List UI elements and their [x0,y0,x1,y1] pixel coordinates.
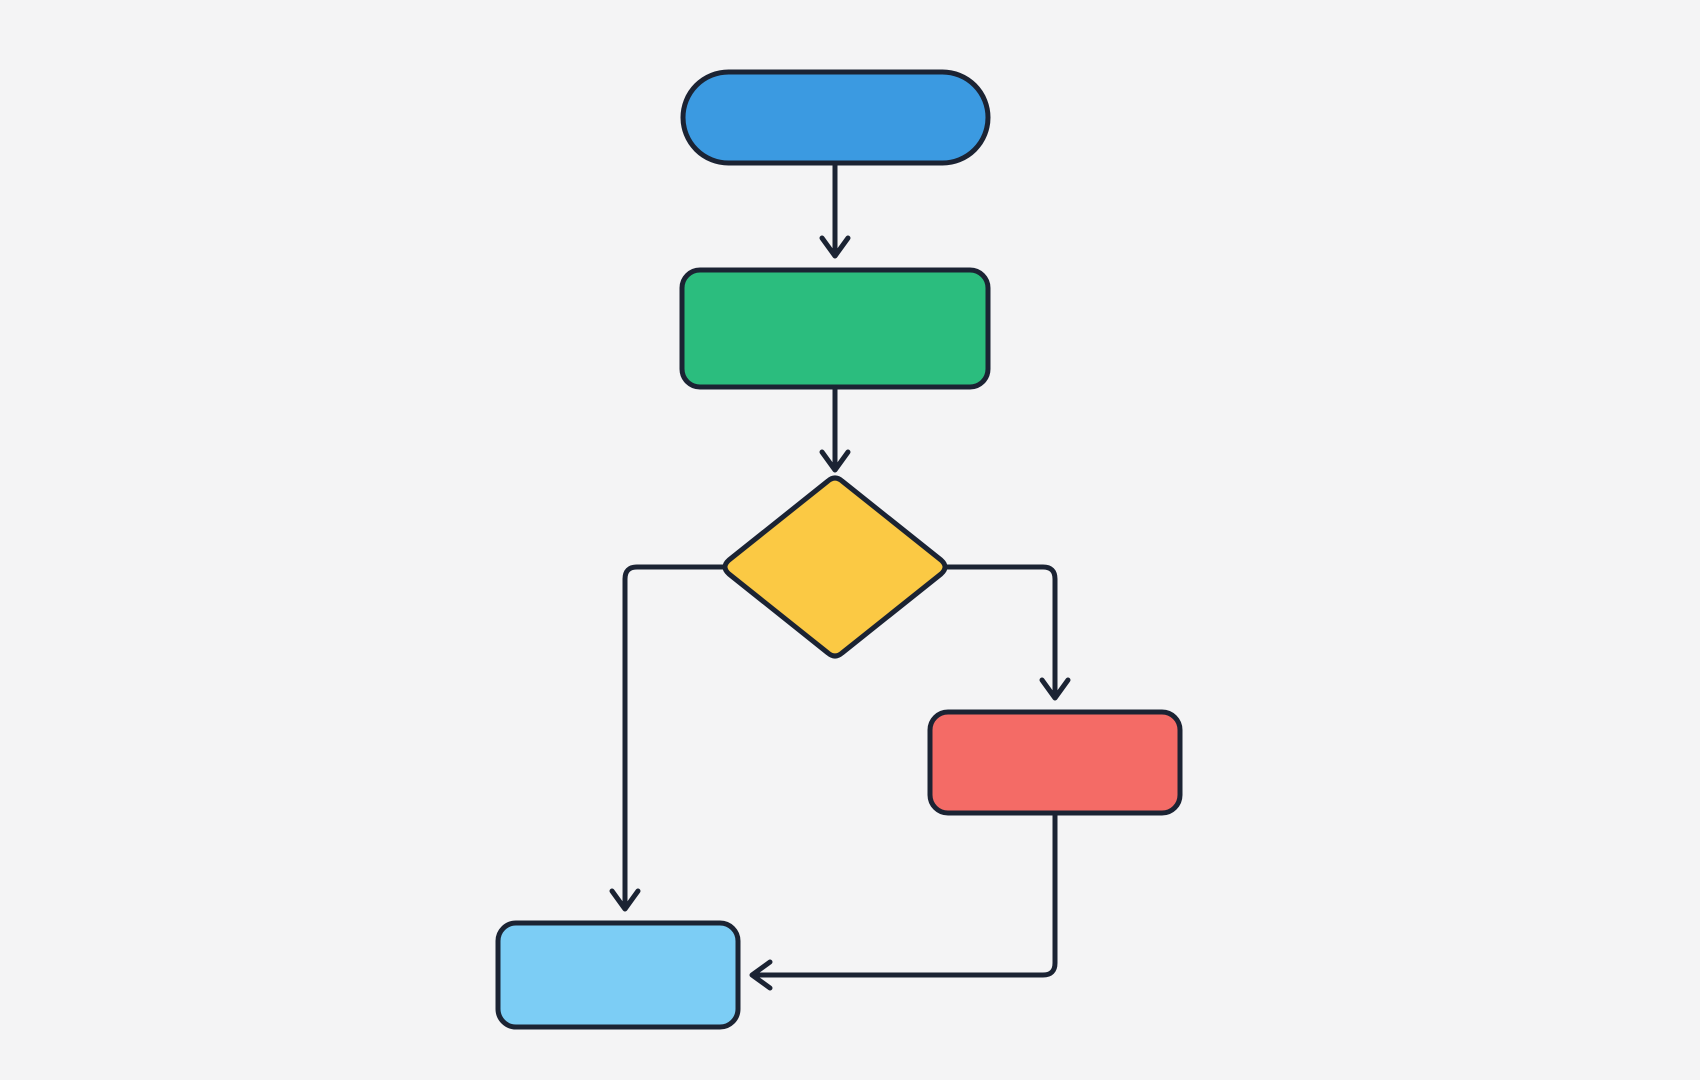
node-start[interactable] [680,69,991,166]
edge-line [622,564,723,905]
node-decision[interactable] [722,475,948,659]
node-start-shape[interactable] [680,69,991,166]
nodes-layer [495,69,1183,1030]
arrowhead-down-icon [819,235,851,259]
arrowhead-left-icon [749,959,773,991]
edge-process-decision [819,387,851,473]
node-decision-shape[interactable] [722,475,948,659]
arrowhead-down-icon [609,888,641,912]
edges-layer [609,163,1071,991]
arrowhead-down-icon [819,449,851,473]
edge-line [756,813,1058,978]
edge-line [947,564,1058,694]
edge-start-process [819,163,851,259]
node-branch-right[interactable] [927,709,1183,816]
node-process[interactable] [679,267,991,390]
arrowhead-down-icon [1039,677,1071,701]
node-process-shape[interactable] [679,267,991,390]
node-end[interactable] [495,920,741,1030]
node-end-shape[interactable] [495,920,741,1030]
edge-decision-branch [947,564,1071,701]
node-branch-right-shape[interactable] [927,709,1183,816]
edge-branch-end [749,813,1058,991]
edge-decision-end [609,564,723,912]
